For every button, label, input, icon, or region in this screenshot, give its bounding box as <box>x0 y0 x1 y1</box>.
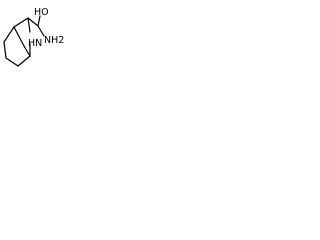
bond-inner-bridge <box>13 26 25 47</box>
bond-inner-bridge-lower <box>23 45 31 57</box>
skeleton-bonds <box>3 15 45 67</box>
bond-to-amine-carbon <box>37 25 45 37</box>
bond-bottom-left <box>5 57 19 67</box>
bond-carboxyl-oh <box>37 15 41 27</box>
carboxyl-label: HO <box>34 7 49 18</box>
bond-left-vertical <box>3 41 7 59</box>
bond-to-carboxyl-carbon <box>27 17 39 27</box>
bond-left-upper <box>3 26 15 43</box>
ring-nitrogen-label: HN <box>28 38 42 49</box>
amine-label: NH2 <box>44 35 64 46</box>
bond-upper-bridge <box>13 17 29 28</box>
bond-quaternary-down <box>27 17 31 33</box>
bond-bottom-right <box>17 55 31 67</box>
chemical-structure: HO NH2 HN <box>3 7 64 67</box>
